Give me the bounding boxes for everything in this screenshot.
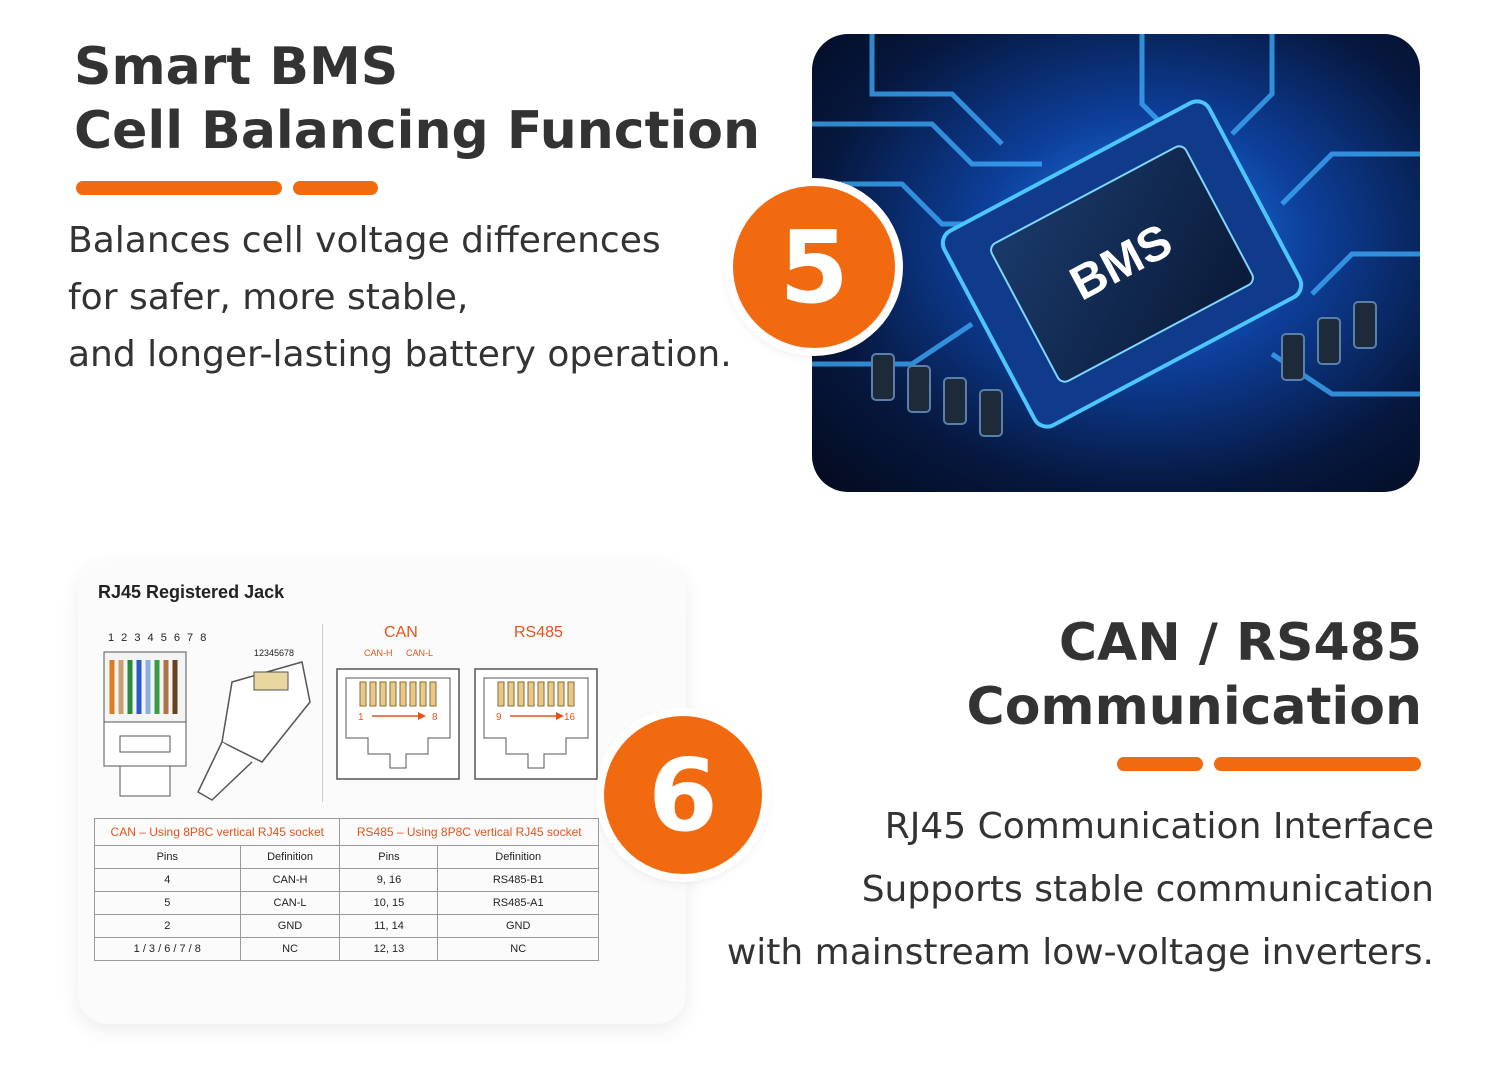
- divider: [322, 624, 323, 802]
- plug-pin-numbers: 1 2 3 4 5 6 7 8: [108, 632, 209, 644]
- can-l-label: CAN-L: [406, 648, 434, 658]
- table-cell: CAN-H: [239, 868, 341, 892]
- can-socket-pin-start: 1: [358, 712, 364, 723]
- table-cell: 1 / 3 / 6 / 7 / 8: [94, 937, 241, 961]
- section5-title-line1: Smart BMS: [74, 37, 399, 97]
- table-cell: 10, 15: [339, 891, 439, 915]
- step-6-badge: 6: [604, 716, 762, 874]
- rj45-pinout-card: RJ45 Registered Jack 1 2 3 4 5 6 7 8 123…: [78, 562, 686, 1024]
- table-row: 1 / 3 / 6 / 7 / 8 NC 12, 13 NC: [94, 937, 599, 961]
- section6-desc-line2: Supports stable communication: [861, 869, 1434, 910]
- step-5-badge: 5: [733, 186, 895, 348]
- table-cell: 11, 14: [339, 914, 439, 938]
- table-cell: 9, 16: [339, 868, 439, 892]
- rj45-plug-side-icon: 12345678: [197, 648, 311, 801]
- table-header: Definition: [437, 845, 599, 869]
- can-h-label: CAN-H: [364, 648, 393, 658]
- circuit-board-illustration: BMS: [812, 34, 1420, 437]
- rs485-label: RS485: [514, 624, 563, 641]
- table-row: 4 CAN-H 9, 16 RS485-B1: [94, 868, 599, 892]
- section5-desc-line3: and longer-lasting battery operation.: [68, 334, 732, 375]
- can-table-caption: CAN – Using 8P8C vertical RJ45 socket: [93, 818, 341, 846]
- table-header-row: Pins Definition Pins Definition: [94, 845, 599, 869]
- can-socket-icon: [336, 668, 460, 780]
- table-header: Definition: [239, 845, 341, 869]
- table-cell: GND: [437, 914, 599, 938]
- rj45-plug-front-icon: [103, 651, 187, 797]
- table-row: 5 CAN-L 10, 15 RS485-A1: [94, 891, 599, 915]
- accent-bar: [1117, 757, 1203, 771]
- accent-bar: [293, 181, 378, 195]
- rj45-title: RJ45 Registered Jack: [98, 582, 285, 602]
- section5-title-line2: Cell Balancing Function: [74, 101, 761, 161]
- section6-title-line1: CAN / RS485: [1058, 613, 1422, 673]
- accent-bar: [1214, 757, 1421, 771]
- table-cell: RS485-A1: [437, 891, 599, 915]
- rs485-table-caption: RS485 – Using 8P8C vertical RJ45 socket: [339, 818, 599, 846]
- section6-desc-line1: RJ45 Communication Interface: [884, 806, 1434, 847]
- table-row: 2 GND 11, 14 GND: [94, 914, 599, 938]
- table-cell: 5: [94, 891, 241, 915]
- table-cell: 12, 13: [339, 937, 439, 961]
- section6-desc-line3: with mainstream low-voltage inverters.: [726, 932, 1434, 973]
- table-cell: GND: [239, 914, 341, 938]
- table-cell: NC: [239, 937, 341, 961]
- rs-socket-pin-end: 16: [564, 712, 576, 723]
- table-cell: NC: [437, 937, 599, 961]
- rs485-socket-icon: [474, 668, 598, 780]
- can-socket-pin-end: 8: [432, 712, 438, 723]
- pinout-table: CAN – Using 8P8C vertical RJ45 socket RS…: [93, 818, 599, 961]
- table-header: Pins: [94, 845, 241, 869]
- table-header: Pins: [339, 845, 439, 869]
- can-label: CAN: [384, 624, 418, 641]
- table-cell: CAN-L: [239, 891, 341, 915]
- table-cell: 4: [94, 868, 241, 892]
- table-cell: RS485-B1: [437, 868, 599, 892]
- section5-desc-line1: Balances cell voltage differences: [68, 220, 661, 261]
- rs-socket-pin-start: 9: [496, 712, 502, 723]
- bms-chip-image: BMS: [812, 34, 1420, 492]
- svg-text:12345678: 12345678: [254, 648, 294, 658]
- section5-desc-line2: for safer, more stable,: [68, 277, 469, 318]
- accent-bar: [76, 181, 282, 195]
- section6-title-line2: Communication: [966, 677, 1422, 737]
- table-cell: 2: [94, 914, 241, 938]
